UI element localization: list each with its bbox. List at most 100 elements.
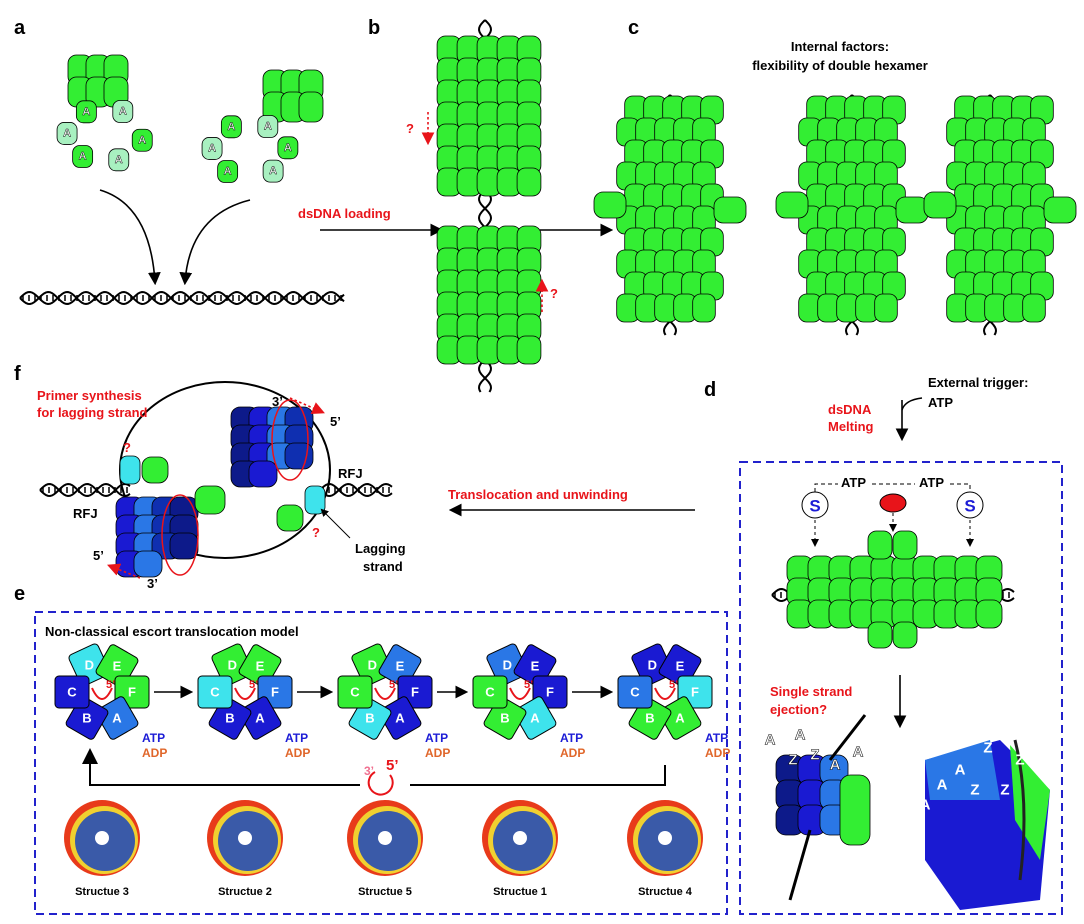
loading-arrow-left	[99, 189, 161, 286]
side-subunit	[593, 191, 627, 219]
left-model-label: A	[795, 727, 806, 744]
cycle-return-arrow	[90, 752, 666, 786]
rfj-right-label: RFJ	[338, 466, 363, 481]
structure-channel	[513, 831, 527, 845]
dsdna-melting-line2: Melting	[828, 419, 874, 434]
mcm-subunit	[298, 91, 324, 123]
side-subunit	[775, 191, 809, 219]
surface-model-region	[925, 740, 1000, 800]
side-subunit	[713, 196, 747, 224]
a-subunit-label: A	[119, 106, 127, 118]
external-trigger-line2: ATP	[928, 395, 953, 410]
panel-e-box	[34, 611, 728, 915]
a-subunit	[56, 122, 78, 145]
structure-label: Structue 3	[75, 886, 129, 898]
a-subunit	[257, 115, 279, 138]
ring-subunit-label: E	[396, 659, 405, 674]
right-model-label: Z	[1000, 782, 1009, 799]
dsdna-loading-label: dsDNA loading	[298, 206, 391, 221]
ring-subunit-label: F	[546, 685, 554, 700]
diagram-shapes	[19, 19, 1077, 915]
a-subunit-label: A	[82, 106, 90, 118]
cmg-subunit	[284, 442, 314, 470]
ssdna-wrap	[271, 399, 309, 481]
ring-5prime-label: 5’	[389, 679, 398, 691]
atp-right-label: ATP	[919, 475, 944, 490]
structure-channel	[95, 831, 109, 845]
a-subunit	[262, 159, 284, 183]
cdc45-subunit	[194, 485, 226, 515]
lagging-strand-pointer	[320, 508, 351, 539]
structure-label: Structue 4	[638, 886, 693, 898]
ssdna-wrap	[161, 494, 199, 576]
ring-adp-label: ADP	[285, 746, 310, 760]
structure-label: Structue 1	[493, 886, 547, 898]
a-subunit	[277, 136, 299, 160]
ejected-strand	[788, 714, 867, 901]
loop-3prime: 3’	[364, 764, 374, 778]
ring-subunit-label: F	[128, 685, 136, 700]
structure-channel	[238, 831, 252, 845]
ring-subunit-label: C	[210, 685, 220, 700]
primer-synthesis-line1: Primer synthesis	[37, 388, 142, 403]
ejection-line1: Single strand	[770, 684, 852, 699]
ssdna-5prime	[374, 687, 396, 700]
trigger-curve	[901, 397, 923, 411]
dsdna-melting-line1: dsDNA	[828, 402, 872, 417]
right-model-label: A	[955, 762, 966, 779]
ring-subunit-label: A	[255, 710, 265, 725]
gins-subunit	[276, 504, 304, 532]
right-model-label: Z	[970, 782, 979, 799]
atp-connector	[814, 483, 971, 492]
internal-factors-title: Internal factors:	[791, 39, 889, 54]
ring-subunit-label: C	[350, 685, 360, 700]
lagging-strand-line2: strand	[363, 559, 403, 574]
primase-subunit	[304, 485, 326, 515]
ring-5prime-label: 5’	[249, 679, 258, 691]
a-subunit	[75, 100, 97, 124]
flexible-double-hexamer	[692, 293, 716, 323]
dsdna-right-fork	[319, 482, 393, 497]
ring-subunit-label: C	[485, 685, 495, 700]
ring-subunit-C	[617, 675, 653, 709]
ring-5prime-label: 5’	[524, 679, 533, 691]
lagging-strand-line1: Lagging	[355, 541, 406, 556]
a-subunit	[108, 148, 130, 172]
ring-subunit-label: A	[395, 710, 405, 725]
atp-left-label: ATP	[841, 475, 866, 490]
ring-subunit-label: D	[368, 657, 377, 672]
left-model-label: Z	[810, 747, 819, 764]
a-subunit	[217, 160, 239, 183]
structure-label: Structue 5	[358, 886, 412, 898]
flexible-double-hexamer	[1022, 293, 1046, 323]
top-3prime: 3’	[272, 394, 283, 409]
s-subunit	[956, 491, 984, 519]
ring-adp-label: ADP	[705, 746, 730, 760]
left-model-label: A	[853, 744, 864, 761]
left-model-label: A	[830, 757, 841, 774]
panel-label-d: d	[704, 379, 716, 401]
a-subunit-label: A	[138, 134, 146, 146]
panel-label-b: b	[368, 17, 380, 39]
cmg-subunit	[133, 550, 163, 578]
double-hexamer-bottom	[516, 335, 542, 365]
ring-subunit-A	[95, 696, 139, 740]
ring-subunit-label: E	[531, 659, 540, 674]
a-subunit-label: A	[227, 121, 235, 133]
a-subunit-label: A	[79, 151, 87, 163]
flexible-double-hexamer	[874, 293, 898, 323]
ring-subunit-label: B	[365, 710, 374, 725]
internal-factors-subtitle: flexibility of double hexamer	[752, 58, 928, 73]
ring-atp-label: ATP	[560, 731, 583, 745]
ring-subunit-label: B	[225, 710, 234, 725]
direction-arrow-top	[289, 397, 325, 415]
s-subunit-label: S	[964, 497, 975, 516]
a-subunit	[112, 100, 134, 123]
left-model-label: Z	[788, 752, 797, 769]
ring-subunit-A	[513, 696, 557, 740]
panel-label-f: f	[14, 363, 21, 385]
question-right: ?	[312, 525, 320, 540]
ring-subunit-C	[54, 675, 90, 709]
